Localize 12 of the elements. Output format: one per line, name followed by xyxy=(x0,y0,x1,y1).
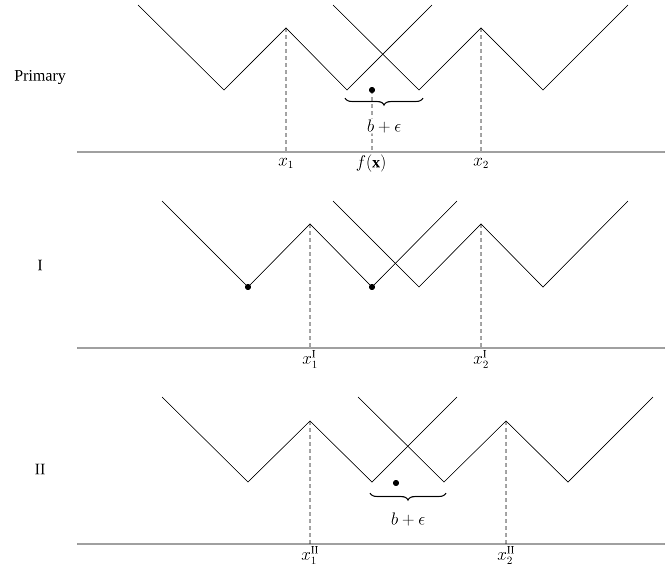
axis-label: $x_1^{\mathrm{II}}$ xyxy=(300,545,320,565)
axis-label: $x_2^{\mathrm{I}}$ xyxy=(472,349,490,369)
axis-label: $f(\mathbf{x})$ xyxy=(354,153,388,173)
axis-label: $x_1$ xyxy=(277,156,295,169)
axis-label: $x_2$ xyxy=(472,156,490,169)
brace-label: $b+\epsilon$ xyxy=(366,118,402,134)
panel-label: Primary xyxy=(13,68,67,86)
axis-label: $x_2^{\mathrm{II}}$ xyxy=(496,545,516,565)
panel-label: II xyxy=(34,462,46,476)
panel-label: I xyxy=(36,258,44,272)
axis-label: $x_1^{\mathrm{I}}$ xyxy=(301,349,319,369)
brace-label: $b+\epsilon$ xyxy=(390,511,426,527)
